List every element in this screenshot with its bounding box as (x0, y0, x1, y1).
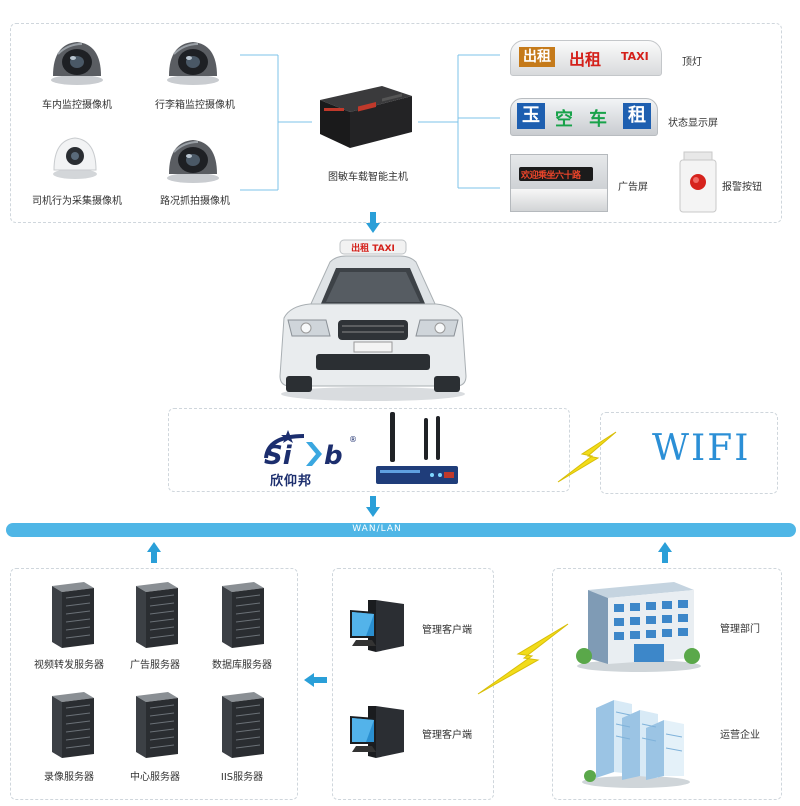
car-roof-sign-text: 出租 TAXI (351, 242, 395, 254)
cam-driver-label: 司机行为采集摄像机 (32, 196, 122, 207)
gateway-panel (168, 408, 570, 492)
alarm-button-label: 报警按钮 (722, 182, 762, 193)
server-label-5: 中心服务器 (130, 772, 180, 783)
top-light-label: 顶灯 (682, 57, 702, 68)
arrow-up-icon (658, 542, 672, 563)
ad-screen-photo: 欢迎乘坐六十路 (510, 154, 608, 212)
cam-trunk-label: 行李箱监控摄像机 (155, 100, 235, 111)
svg-text:®: ® (349, 435, 357, 444)
status-char-1: 玉 (517, 103, 545, 129)
enterprise-building-icon (582, 700, 690, 788)
server-label-6: IIS服务器 (220, 772, 264, 783)
server-label-3: 数据库服务器 (212, 660, 272, 671)
brand-name: 欣仰邦 (270, 474, 313, 489)
ad-screen-label: 广告屏 (618, 182, 648, 193)
arrow-down-icon (366, 496, 380, 517)
client-label-1: 管理客户端 (422, 625, 472, 636)
arrow-left-icon (304, 673, 327, 687)
server-rack-icon (136, 582, 178, 648)
status-screen-sign: 玉 空 车 租 (510, 98, 658, 136)
server-rack-icon (136, 692, 178, 758)
status-screen-label: 状态显示屏 (668, 118, 718, 129)
server-rack-icon (222, 692, 264, 758)
siyb-logo-icon: Si b ® (264, 430, 357, 471)
top-light-text-left: 出租 (519, 47, 555, 67)
wan-lan-bus (6, 523, 796, 537)
vehicle-host-icon (320, 86, 412, 148)
desktop-computer-icon (350, 600, 404, 652)
top-light-taxi: TAXI (621, 50, 649, 63)
server-label-4: 录像服务器 (44, 772, 94, 783)
cam-road-label: 路况抓拍摄像机 (160, 196, 230, 207)
wifi-label: WIFI (652, 428, 751, 469)
dome-camera-icon (51, 42, 103, 85)
cam-in-car-label: 车内监控摄像机 (42, 100, 112, 111)
status-char-2: 空 (555, 109, 573, 130)
device-connectors (240, 54, 500, 191)
server-rack-icon (52, 582, 94, 648)
top-light-text-right: 出租 (569, 50, 602, 69)
clients-panel (332, 568, 494, 800)
svg-text:b: b (324, 441, 343, 471)
dome-camera-icon (167, 42, 219, 85)
arrow-down-icon (366, 212, 380, 233)
host-label: 图敏车载智能主机 (328, 172, 408, 183)
wan-lan-label: WAN/LAN (352, 524, 402, 534)
client-label-2: 管理客户端 (422, 730, 472, 741)
server-rack-icon (52, 692, 94, 758)
ad-led-text: 欢迎乘坐六十路 (521, 171, 581, 181)
desktop-computer-icon (350, 706, 404, 758)
driver-camera-icon (53, 137, 97, 179)
arrow-up-icon (147, 542, 161, 563)
dome-camera-icon (167, 140, 219, 183)
wifi-panel (600, 412, 778, 494)
taxi-car-image: 出租 TAXI (279, 239, 467, 401)
wireless-lightning-icon (477, 623, 569, 695)
office-building-icon (576, 582, 701, 672)
svg-text:Si: Si (264, 441, 293, 471)
status-char-3: 车 (589, 109, 607, 130)
server-rack-icon (222, 582, 264, 648)
alarm-button-icon (679, 151, 717, 213)
router-icon (376, 412, 458, 484)
org-label-2: 运营企业 (720, 730, 760, 741)
server-label-1: 视频转发服务器 (34, 660, 104, 671)
server-label-2: 广告服务器 (130, 660, 180, 671)
status-char-4: 租 (623, 103, 651, 129)
top-light-sign: 出租 出租 TAXI (510, 40, 662, 76)
org-label-1: 管理部门 (720, 624, 760, 635)
wireless-lightning-icon (557, 431, 617, 483)
